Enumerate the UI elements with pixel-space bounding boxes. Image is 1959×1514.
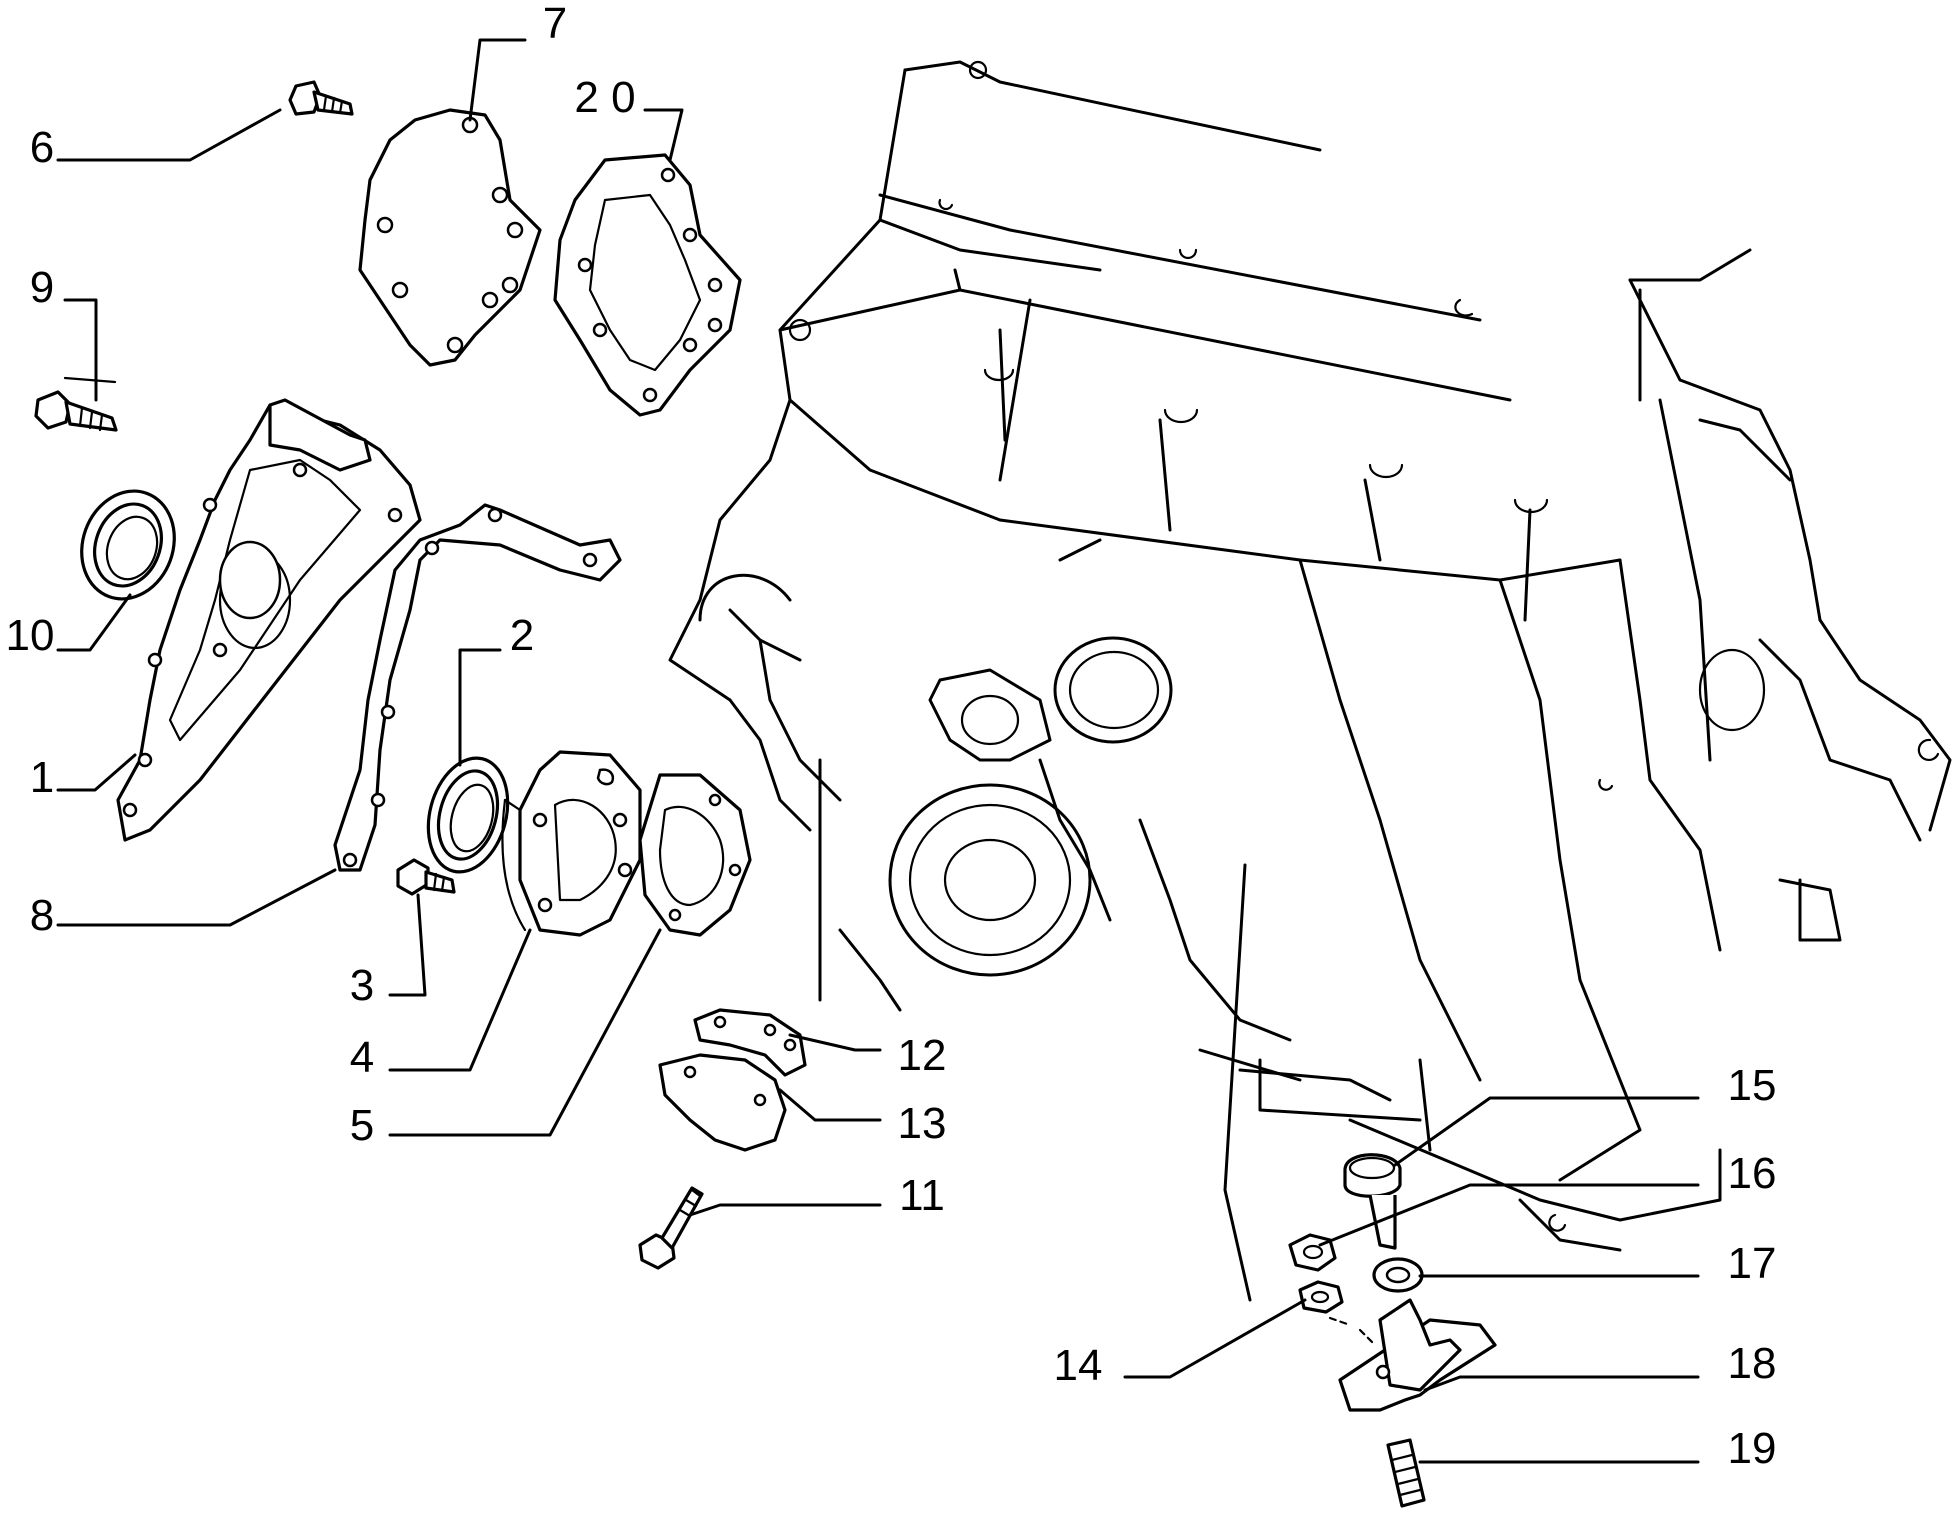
callout-11: 11 <box>899 1171 945 1220</box>
callout-3: 3 <box>350 961 374 1010</box>
callout-labels: 7 2 0 6 9 10 1 2 8 3 4 5 12 13 11 15 16 … <box>6 0 1777 1473</box>
leader-13 <box>778 1088 882 1122</box>
part-19-stud <box>1386 1438 1426 1508</box>
leader-12 <box>788 1033 882 1052</box>
part-2-oil-seal <box>426 756 510 874</box>
leader-5 <box>388 928 662 1137</box>
leader-3 <box>388 893 427 997</box>
leader-11 <box>688 1203 882 1217</box>
engine-block <box>668 60 1952 1302</box>
part-20-gasket <box>553 153 742 417</box>
part-3-bolt <box>396 858 456 896</box>
leader-9 <box>63 298 98 402</box>
part-1-timing-cover <box>116 398 422 842</box>
callout-2: 2 <box>510 611 534 660</box>
part-14-nut <box>1298 1280 1344 1314</box>
leader-lines <box>56 38 1700 1464</box>
leader-20 <box>643 108 684 162</box>
part-8-gasket <box>333 503 622 872</box>
callout-19: 19 <box>1728 1424 1777 1473</box>
callout-9: 9 <box>30 263 54 312</box>
leader-15 <box>1393 1096 1700 1167</box>
leader-2 <box>458 648 502 767</box>
part-13-cover-plate <box>658 1053 787 1152</box>
leader-4 <box>388 928 532 1072</box>
part-9-flange-bolt <box>34 390 118 432</box>
dimension-9 <box>63 376 117 384</box>
part-6-bolt <box>288 80 354 116</box>
leader-16 <box>1318 1183 1700 1247</box>
callout-7: 7 <box>543 0 567 48</box>
leader-7 <box>468 38 527 122</box>
callout-16: 16 <box>1728 1149 1777 1198</box>
leader-14 <box>1123 1298 1307 1379</box>
part-11-bolt <box>638 1186 704 1270</box>
callout-13: 13 <box>898 1099 947 1148</box>
callout-20: 2 0 <box>574 73 635 122</box>
callout-10: 10 <box>6 611 55 660</box>
leader-8 <box>56 868 337 927</box>
callout-5: 5 <box>350 1101 374 1150</box>
part-7-cover-plate <box>358 108 542 367</box>
callout-15: 15 <box>1728 1061 1777 1110</box>
callout-4: 4 <box>350 1033 374 1082</box>
leader-1 <box>56 753 137 792</box>
part-12-bracket <box>693 1008 807 1077</box>
part-4-front-plate <box>501 750 642 937</box>
callout-18: 18 <box>1728 1339 1777 1388</box>
callout-17: 17 <box>1728 1239 1777 1288</box>
part-10-oil-seal <box>80 489 176 601</box>
leader-18 <box>1423 1375 1700 1392</box>
part-15-cap-screw <box>1343 1153 1402 1250</box>
leader-6 <box>56 108 282 162</box>
part-18-bracket <box>1328 1298 1497 1412</box>
callout-14: 14 <box>1054 1341 1103 1390</box>
callout-12: 12 <box>898 1031 947 1080</box>
callout-1: 1 <box>30 753 54 802</box>
part-5-gasket <box>638 773 752 937</box>
callout-8: 8 <box>30 891 54 940</box>
leader-10 <box>56 593 132 652</box>
part-17-washer <box>1372 1257 1424 1293</box>
callout-6: 6 <box>30 123 54 172</box>
